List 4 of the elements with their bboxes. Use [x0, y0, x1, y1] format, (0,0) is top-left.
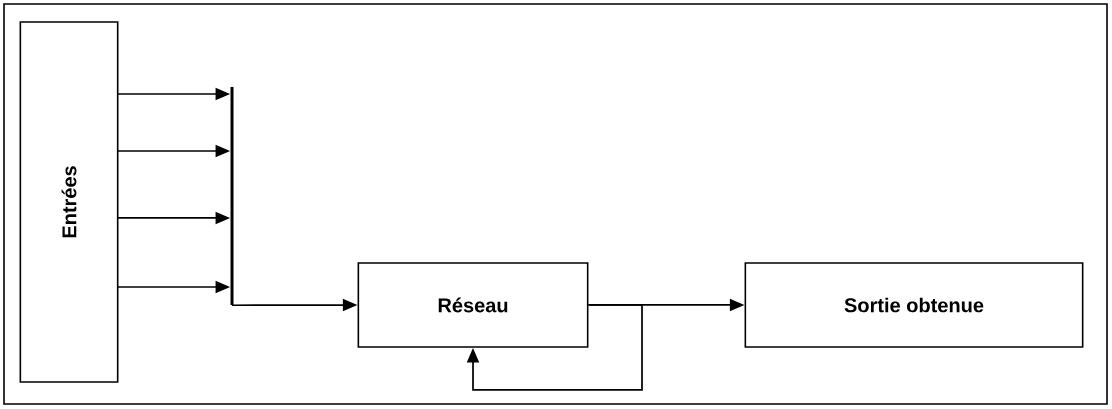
- process-box: Réseau: [357, 262, 589, 348]
- arrow: [466, 304, 643, 391]
- input-box: Entrées: [19, 21, 119, 383]
- output-box: Sortie obtenue: [744, 262, 1084, 348]
